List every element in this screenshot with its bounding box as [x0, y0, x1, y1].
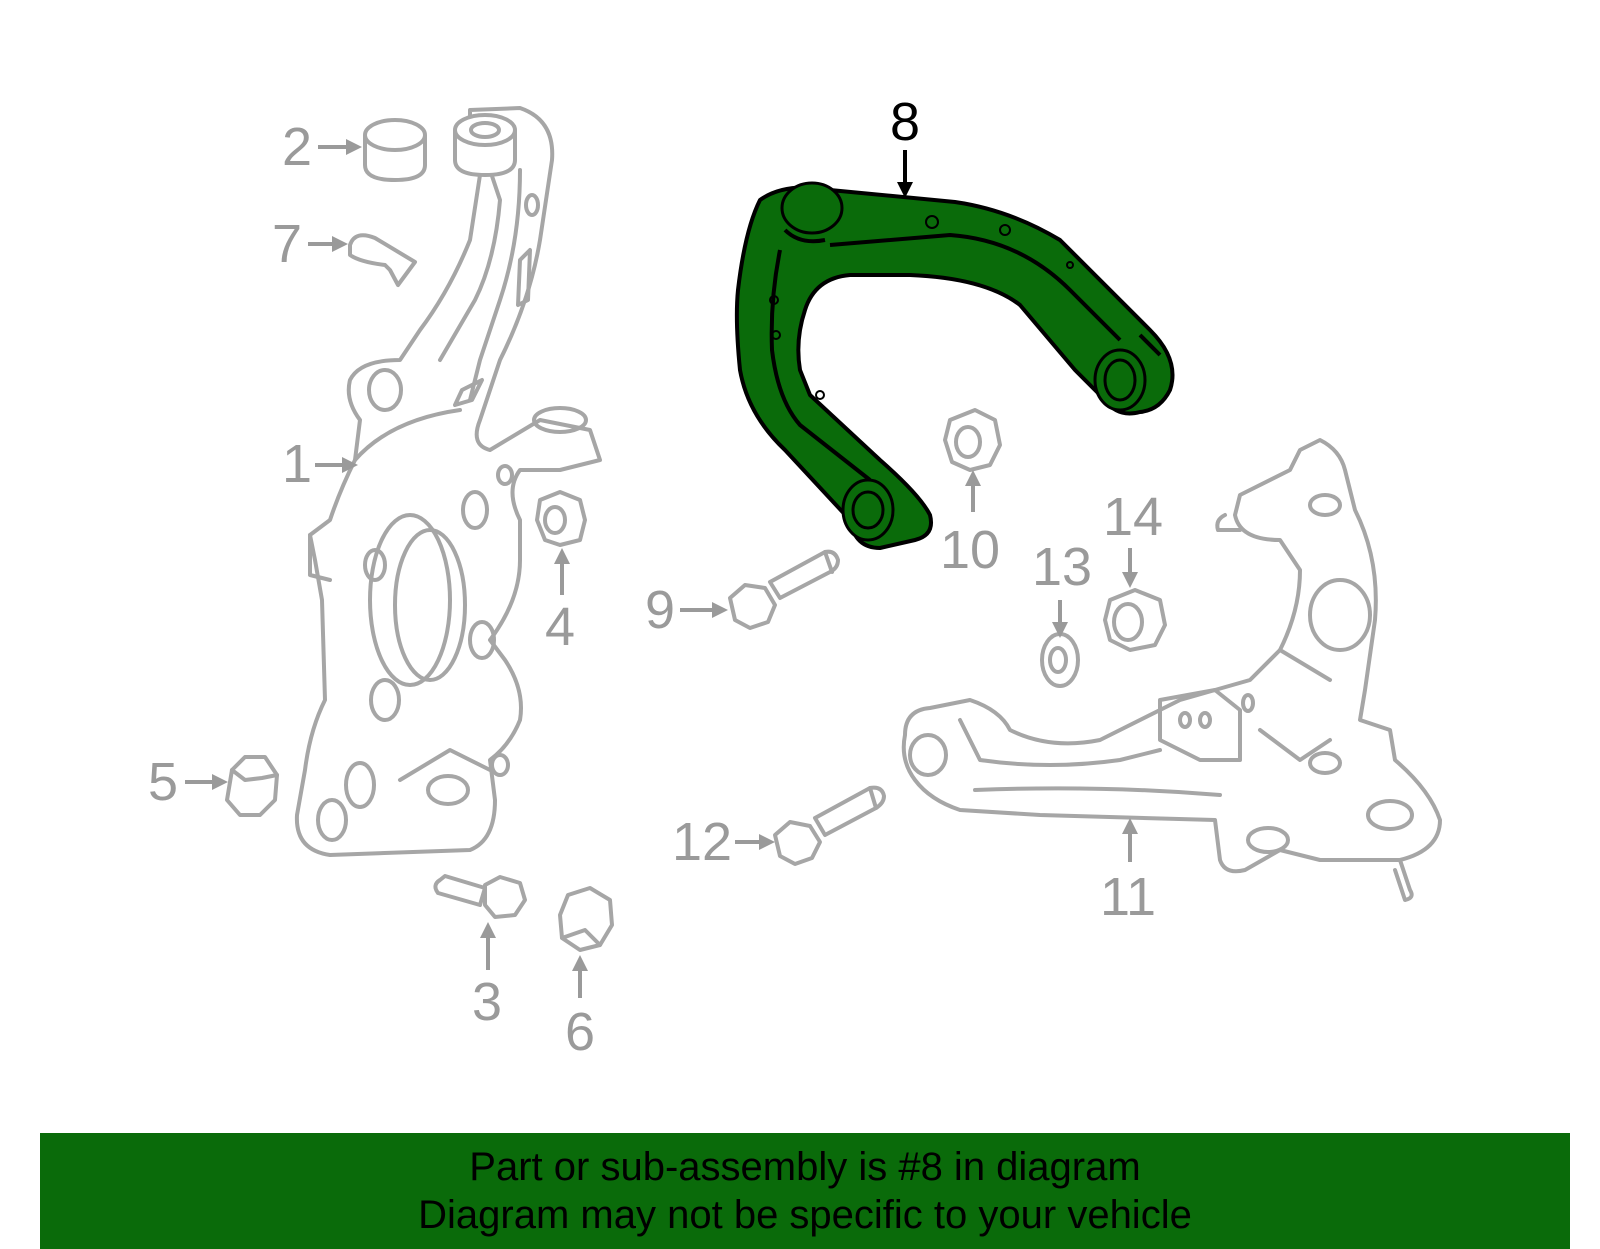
callout-2: 2 [282, 117, 362, 177]
part-6-nut [558, 886, 614, 952]
info-banner: Part or sub-assembly is #8 in diagram Di… [40, 1133, 1570, 1249]
part-2-bushing [363, 113, 517, 182]
callout-6: 6 [565, 955, 595, 1062]
svg-text:2: 2 [282, 117, 312, 177]
callout-1: 1 [282, 434, 358, 494]
svg-text:4: 4 [545, 597, 575, 657]
svg-text:5: 5 [148, 752, 178, 812]
callout-8: 8 [890, 92, 920, 198]
part-11-lower-control-arm [901, 438, 1442, 902]
callout-7: 7 [272, 214, 348, 274]
part-4-nut [535, 490, 587, 547]
svg-text:13: 13 [1032, 537, 1092, 597]
svg-text:12: 12 [672, 812, 732, 872]
svg-text:7: 7 [272, 214, 302, 274]
svg-text:3: 3 [472, 972, 502, 1032]
callout-4: 4 [545, 548, 575, 657]
callout-10: 10 [940, 470, 1000, 580]
callout-14: 14 [1103, 487, 1163, 588]
part-10-nut [943, 408, 1002, 472]
callout-12: 12 [672, 812, 775, 872]
part-7-clip [348, 233, 417, 287]
callout-5: 5 [148, 752, 228, 812]
part-1-steering-knuckle [294, 106, 602, 857]
banner-line-1: Part or sub-assembly is #8 in diagram [469, 1145, 1141, 1189]
callout-11: 11 [1100, 818, 1156, 927]
part-14-nut [1103, 588, 1167, 652]
part-8-upper-control-arm [734, 181, 1175, 550]
svg-text:1: 1 [282, 434, 312, 494]
svg-text:9: 9 [645, 580, 675, 640]
part-12-bolt [773, 785, 886, 866]
svg-text:8: 8 [890, 92, 920, 152]
callout-3: 3 [472, 922, 502, 1032]
part-5-nut [225, 755, 279, 817]
parts-diagram: 1 2 3 4 5 6 7 8 9 10 [148, 92, 1442, 1062]
banner-line-2: Diagram may not be specific to your vehi… [418, 1193, 1192, 1237]
callout-9: 9 [645, 580, 728, 640]
part-9-bolt [728, 549, 840, 630]
part-3-bolt [433, 874, 527, 919]
svg-text:10: 10 [940, 520, 1000, 580]
callout-13: 13 [1032, 537, 1092, 638]
svg-text:6: 6 [565, 1002, 595, 1062]
svg-text:11: 11 [1100, 867, 1156, 927]
control-arm-body [734, 185, 1175, 550]
part-13-washer [1040, 632, 1080, 688]
svg-text:14: 14 [1103, 487, 1163, 547]
